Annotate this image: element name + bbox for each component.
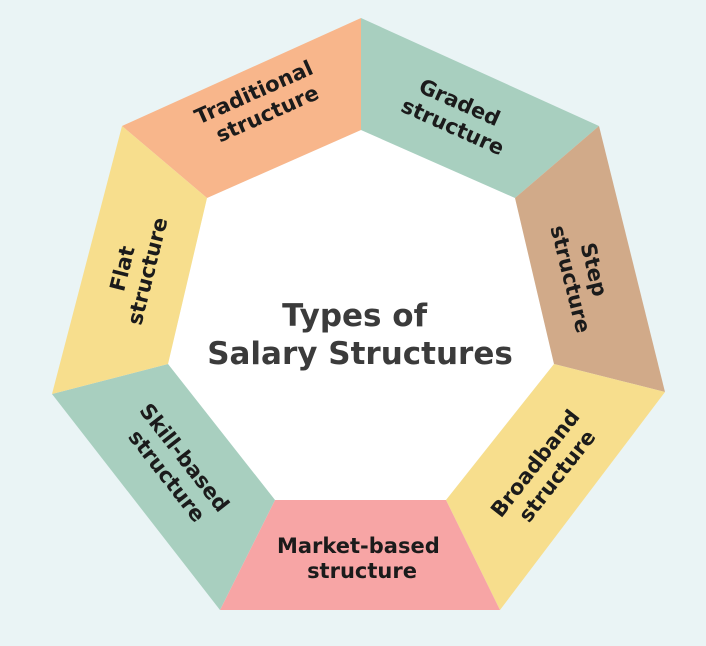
center-title-line1: Types of (282, 298, 427, 334)
segment-graded: Graded structure (361, 18, 599, 198)
segment-traditional-shape (122, 18, 361, 198)
segment-broadband-shape (446, 364, 665, 610)
center-title-line2: Salary Structures (207, 336, 513, 372)
segment-flat: Flat structure (52, 126, 207, 394)
segment-market-based-shape (220, 500, 500, 610)
segment-skill-based-shape (52, 364, 275, 610)
segment-graded-shape (361, 18, 599, 198)
segment-step: Step structure (515, 126, 665, 392)
segment-market-based-line1: Market-based (277, 534, 440, 558)
segment-flat-shape (52, 126, 207, 394)
center-panel (168, 130, 554, 500)
segment-skill-based: Skill-based structure (52, 364, 275, 610)
segment-step-shape (515, 126, 665, 392)
segment-market-based-line2: structure (307, 559, 417, 583)
segment-market-based-label: Market-based structure (277, 534, 447, 583)
segment-market-based: Market-based structure (220, 500, 500, 610)
center-title: Types of Salary Structures (207, 298, 513, 372)
